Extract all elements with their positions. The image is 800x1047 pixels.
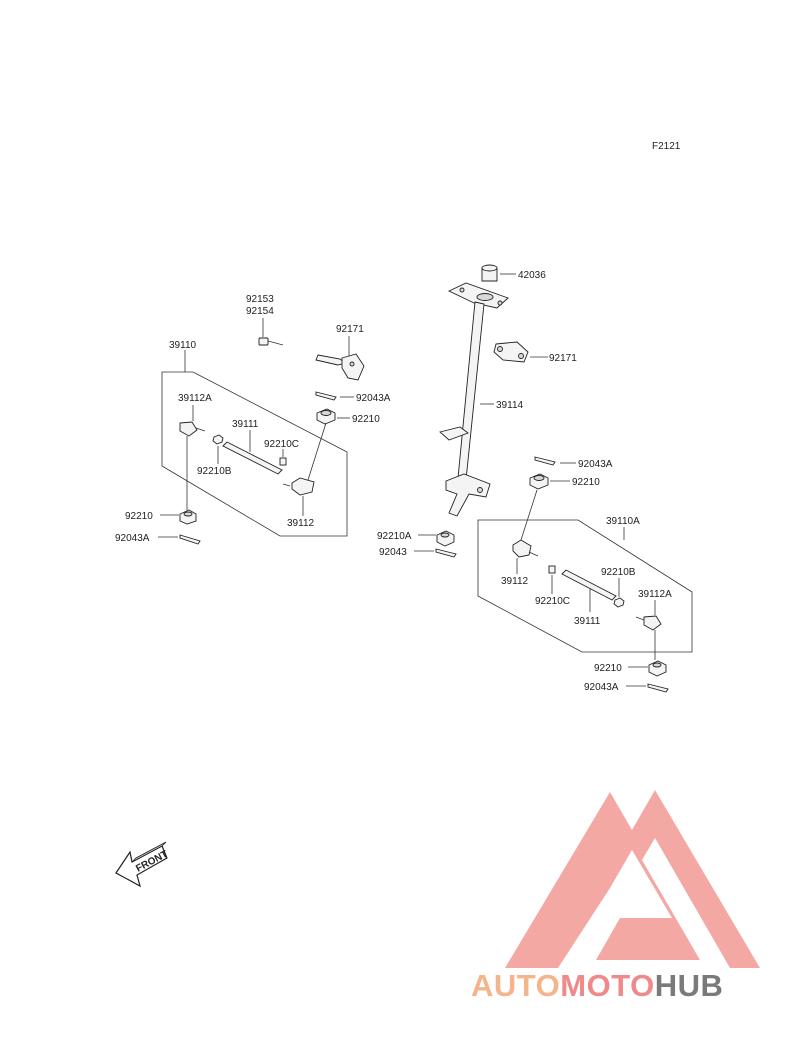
tie-rod-left-frame: [161, 371, 348, 537]
label-92210c: 92210: [125, 511, 153, 522]
watermark-hub: HUB: [655, 968, 724, 1003]
nut-92210c-part: [179, 509, 197, 525]
nut-92210d-part: [648, 660, 667, 677]
label-39114: 39114: [496, 400, 524, 411]
figure-code: F2121: [652, 141, 681, 152]
label-92043Ac: 92043A: [115, 533, 150, 544]
label-92153: 92153: [246, 294, 274, 305]
ball-joint-39112A-right-part: [635, 615, 662, 660]
steering-shaft-part: [439, 282, 509, 517]
label-92210a: 92210: [352, 414, 380, 425]
label-92210Bb: 92210B: [601, 567, 636, 578]
label-92210d: 92210: [594, 663, 622, 674]
label-92210Ba: 92210B: [197, 466, 232, 477]
label-92210Cb: 92210C: [535, 596, 570, 607]
label-92043Ad: 92043A: [584, 682, 619, 693]
cotter-pin-b-part: [534, 456, 556, 466]
watermark-auto: AUTO: [471, 968, 560, 1003]
label-92210A: 92210A: [377, 531, 412, 542]
nut-92210C-right-part: [548, 565, 556, 574]
label-92043Ab: 92043A: [578, 459, 613, 470]
label-92154: 92154: [246, 306, 274, 317]
watermark-moto: MOTO: [560, 968, 654, 1003]
ball-joint-39112A-left-part: [179, 421, 206, 510]
bushing-part: [481, 264, 498, 282]
tie-rod-end-39112-left-part: [282, 422, 327, 496]
label-42036: 42036: [518, 270, 546, 281]
nut-92210C-left-part: [279, 457, 287, 466]
tie-rod-right-frame: [477, 519, 693, 653]
label-92043Aa: 92043A: [356, 393, 391, 404]
label-92171a: 92171: [336, 324, 364, 335]
cotter-pin-d-part: [647, 683, 669, 693]
label-92171b: 92171: [549, 353, 577, 364]
cotter-pin-c-part: [179, 534, 201, 545]
rod-39111-right-part: [561, 569, 617, 601]
label-39110A: 39110A: [606, 516, 640, 527]
cotter-pin-a-part: [315, 391, 337, 401]
label-92043: 92043: [379, 547, 407, 558]
label-39111a: 39111: [232, 419, 259, 430]
label-39111b: 39111: [574, 616, 601, 627]
watermark-text: AUTOMOTOHUB: [471, 968, 723, 1003]
rod-39111-left-part: [222, 441, 283, 475]
nut-92210A-part: [436, 530, 455, 547]
label-92210b: 92210: [572, 477, 600, 488]
label-92210Ca: 92210C: [264, 439, 299, 450]
tie-rod-end-39112-right-part: [512, 489, 539, 558]
front-arrow-icon: FRONT: [115, 841, 170, 888]
bolt-92153-part: [258, 337, 284, 346]
label-39112Aa: 39112A: [178, 393, 212, 404]
clamp-92171-part: [315, 353, 365, 381]
automotohub-logo-icon: [505, 790, 760, 968]
label-39112Ab: 39112A: [638, 589, 672, 600]
cotter-pin-92043-part: [435, 548, 457, 558]
bracket-right-part: [493, 341, 529, 363]
label-39110: 39110: [169, 340, 197, 351]
nut-92210b-part: [529, 473, 549, 490]
label-39112b: 39112: [501, 576, 529, 587]
label-39112a: 39112: [287, 518, 315, 529]
nut-92210a-part: [316, 408, 336, 425]
nut-92210B-right-part: [613, 597, 625, 608]
nut-92210B-left-part: [212, 434, 224, 445]
